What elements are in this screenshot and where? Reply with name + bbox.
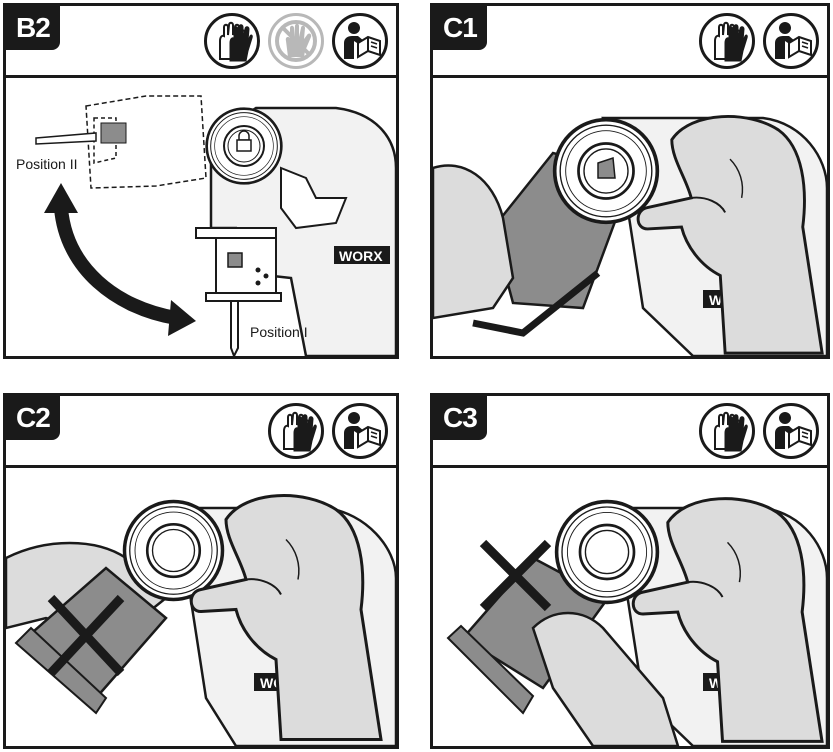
step-label: C3: [433, 396, 487, 440]
icon-row: [699, 403, 819, 459]
icon-row: [268, 403, 388, 459]
panel-header: C3: [433, 396, 827, 468]
no-hand-icon: [268, 13, 324, 69]
callout-position-2: Position II: [16, 156, 78, 172]
gloves-icon: [699, 13, 755, 69]
panel-c3: C3 WORX: [430, 393, 830, 749]
blade-holder-wrong-angle-illustration: WORX: [6, 493, 396, 746]
illustration-b2: WORX Position II Position I: [6, 78, 396, 356]
panel-header: B2: [6, 6, 396, 78]
brand-text: WORX: [339, 248, 383, 264]
gloves-icon: [204, 13, 260, 69]
step-label: C2: [6, 396, 60, 440]
read-manual-icon: [332, 403, 388, 459]
read-manual-icon: [763, 403, 819, 459]
icon-row: [204, 13, 388, 69]
blade-holder-wrong-direction-illustration: WORX: [446, 497, 827, 746]
jigsaw-rotation-illustration: WORX: [35, 95, 396, 356]
gloves-icon: [699, 403, 755, 459]
panel-c1: C1 WORX: [430, 3, 830, 359]
panel-b2: B2 WORX: [3, 3, 399, 359]
step-label: C1: [433, 6, 487, 50]
step-label: B2: [6, 6, 60, 50]
panel-c2: C2 WORX: [3, 393, 399, 749]
panel-header: C1: [433, 6, 827, 78]
icon-row: [699, 13, 819, 69]
panel-header: C2: [6, 396, 396, 468]
read-manual-icon: [763, 13, 819, 69]
blade-holder-removal-illustration: WORX: [433, 114, 827, 356]
illustration-c3: WORX: [433, 468, 827, 746]
illustration-c2: WORX: [6, 468, 396, 746]
callout-position-1: Position I: [250, 324, 308, 340]
gloves-icon: [268, 403, 324, 459]
illustration-c1: WORX: [433, 78, 827, 356]
read-manual-icon: [332, 13, 388, 69]
